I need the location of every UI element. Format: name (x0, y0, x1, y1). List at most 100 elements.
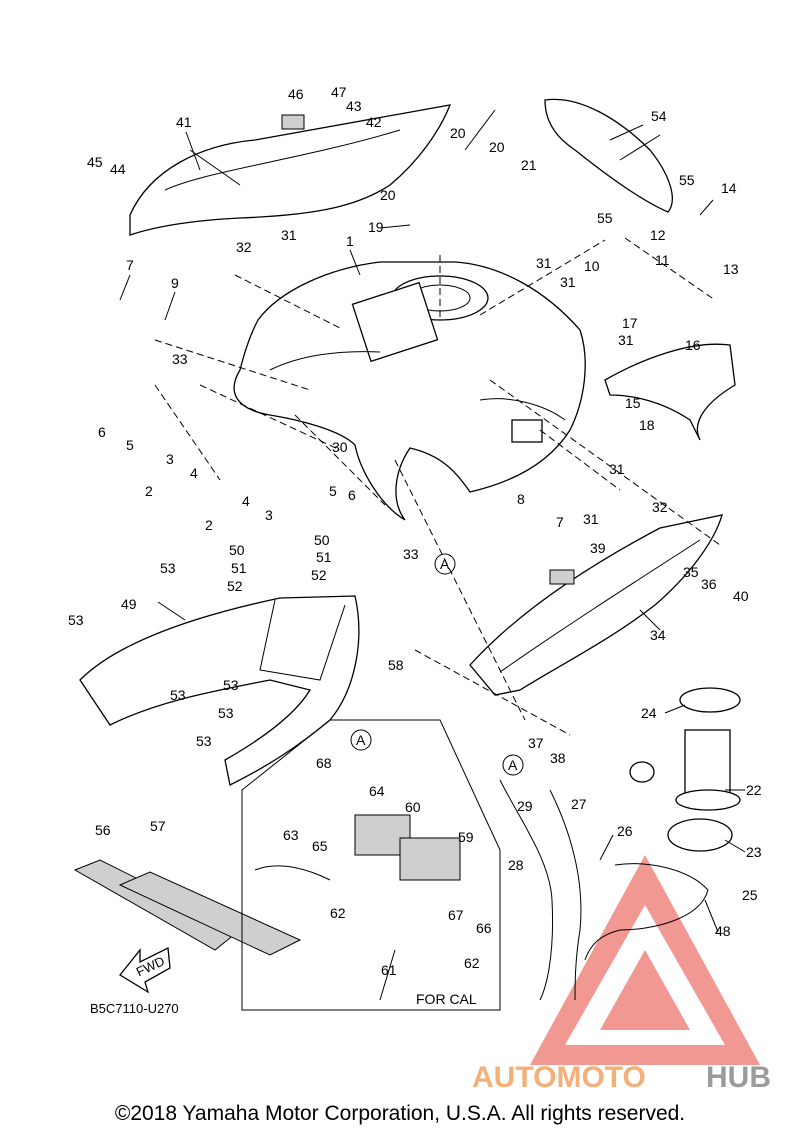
callout-53-c: 53 (170, 687, 186, 703)
callout-1: 1 (346, 233, 354, 249)
callout-53-b: 53 (68, 612, 84, 628)
callout-66: 66 (476, 920, 492, 936)
callout-4-b: 4 (242, 493, 250, 509)
callout-30: 30 (332, 439, 348, 455)
callout-56: 56 (95, 822, 111, 838)
callout-24: 24 (641, 705, 657, 721)
copyright-notice: ©2018 Yamaha Motor Corporation, U.S.A. A… (114, 1102, 686, 1125)
callout-25: 25 (742, 887, 758, 903)
callout-5-a: 5 (126, 437, 134, 453)
callout-14: 14 (721, 180, 737, 196)
callout-33-b: 33 (403, 546, 419, 562)
callout-32-b: 32 (652, 499, 668, 515)
fuel-pump (629, 687, 741, 852)
callout-50-a: 50 (229, 542, 245, 558)
callout-28: 28 (508, 857, 524, 873)
hoses (499, 779, 709, 1001)
callout-19: 19 (368, 219, 384, 235)
callout-31-d: 31 (618, 332, 634, 348)
callout-31-e: 31 (609, 461, 625, 477)
svg-text:A: A (356, 732, 366, 748)
callout-23: 23 (746, 844, 762, 860)
callout-6-a: 6 (98, 424, 106, 440)
callout-5-b: 5 (329, 483, 337, 499)
callout-33-a: 33 (172, 351, 188, 367)
watermark-text-hub: HUB (706, 1061, 771, 1094)
callout-11: 11 (655, 252, 670, 268)
callout-47: 47 (331, 84, 347, 100)
callout-13: 13 (723, 261, 739, 277)
callout-29: 29 (517, 798, 533, 814)
callout-46: 46 (288, 86, 304, 102)
callout-20-c: 20 (380, 187, 396, 203)
callout-64: 64 (369, 783, 385, 799)
callout-54: 54 (651, 108, 667, 124)
callout-39: 39 (590, 540, 606, 556)
callout-31-c: 31 (560, 274, 576, 290)
callout-27: 27 (571, 796, 587, 812)
callout-49: 49 (121, 596, 137, 612)
callout-53-f: 53 (196, 733, 212, 749)
side-cover-lower-right (469, 514, 723, 696)
svg-text:A: A (508, 757, 518, 773)
callout-53-a: 53 (160, 560, 176, 576)
callout-51-b: 51 (316, 549, 332, 565)
callout-3-b: 3 (265, 507, 273, 523)
callout-52-a: 52 (227, 578, 243, 594)
watermark-text-auto: AUTOMOTO (472, 1061, 646, 1094)
callout-labels: 1 2 2 3 3 4 4 5 5 6 6 7 7 8 9 10 11 12 1… (68, 84, 762, 978)
callout-10: 10 (584, 258, 600, 274)
callout-52-b: 52 (311, 567, 327, 583)
callout-26: 26 (617, 823, 633, 839)
callout-62-b: 62 (464, 955, 480, 971)
dashed-assembly-lines (154, 237, 721, 736)
callout-12: 12 (650, 227, 666, 243)
callout-36: 36 (701, 576, 717, 592)
diagram-code: B5C7110-U270 (90, 1001, 179, 1016)
callout-7-a: 7 (126, 257, 134, 273)
svg-text:A: A (440, 556, 450, 572)
callout-32-a: 32 (236, 239, 252, 255)
callout-15: 15 (625, 395, 641, 411)
side-cover-upper-left (129, 104, 452, 236)
callout-4-a: 4 (190, 465, 198, 481)
callout-22: 22 (746, 782, 762, 798)
callout-44: 44 (110, 161, 126, 177)
pad-57 (118, 871, 302, 956)
callout-50-b: 50 (314, 532, 330, 548)
callout-20-b: 20 (489, 139, 505, 155)
callout-9: 9 (171, 275, 179, 291)
ref-marker-a-2: A (350, 729, 372, 751)
callout-6-b: 6 (348, 487, 356, 503)
callout-16: 16 (685, 337, 701, 353)
callout-51-a: 51 (231, 560, 247, 576)
callout-31-b: 31 (536, 255, 552, 271)
lower-cover (79, 595, 360, 786)
callout-43: 43 (346, 98, 362, 114)
callout-63: 63 (283, 827, 299, 843)
callout-7-b: 7 (556, 514, 564, 530)
callout-38: 38 (550, 750, 566, 766)
watermark-logo (530, 855, 760, 1065)
callout-60: 60 (405, 799, 421, 815)
callout-53-e: 53 (218, 705, 234, 721)
bracket-15 (604, 343, 736, 441)
callout-8: 8 (517, 491, 525, 507)
callout-3-a: 3 (166, 451, 174, 467)
callout-20-a: 20 (450, 125, 466, 141)
callout-48: 48 (715, 923, 731, 939)
callout-18: 18 (639, 417, 655, 433)
ref-marker-a-1: A (434, 553, 456, 575)
callout-41: 41 (176, 114, 192, 130)
callout-65: 65 (312, 838, 328, 854)
callout-45: 45 (87, 154, 103, 170)
callout-21: 21 (521, 157, 537, 173)
callout-40: 40 (733, 588, 749, 604)
callout-34: 34 (650, 627, 666, 643)
callout-62-a: 62 (330, 905, 346, 921)
for-cal-label: FOR CAL (416, 991, 477, 1007)
callout-2-b: 2 (205, 517, 213, 533)
callout-68: 68 (316, 755, 332, 771)
for-cal-box (241, 719, 501, 1011)
